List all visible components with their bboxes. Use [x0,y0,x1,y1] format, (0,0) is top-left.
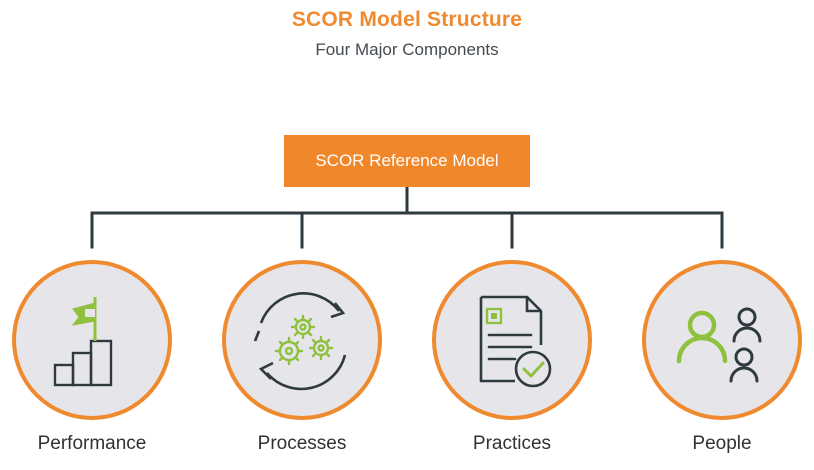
root-node-box: SCOR Reference Model [284,135,530,187]
node-practices [431,259,593,421]
diagram-subtitle: Four Major Components [315,40,499,59]
node-label-processes: Processes [257,433,347,454]
people-group-icon [642,260,802,420]
gears-cycle-icon [222,260,382,420]
node-label-performance: Performance [37,433,147,454]
diagram-title: SCOR Model Structure [291,8,523,31]
node-label-practices: Practices [472,433,552,454]
root-node-label: SCOR Reference Model [315,151,499,170]
node-label-people: People [692,433,752,454]
node-people [641,259,803,421]
node-performance [11,259,173,421]
document-check-icon [432,260,592,420]
node-processes [221,259,383,421]
podium-flag-icon [12,260,172,420]
